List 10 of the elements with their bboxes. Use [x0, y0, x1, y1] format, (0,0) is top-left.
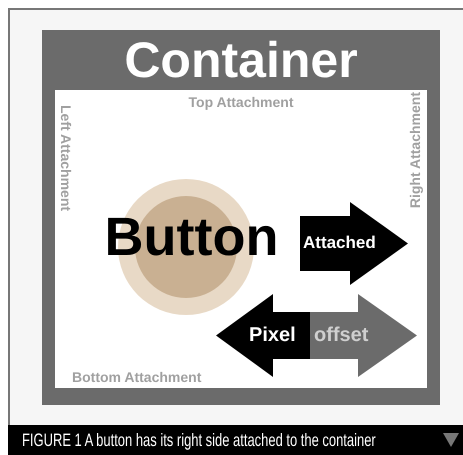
arrow-label: Pixel [249, 323, 296, 347]
arrow-label: offset [314, 323, 368, 347]
attachment-label: Bottom Attachment [72, 369, 202, 385]
attachment-label: Right Attachment [407, 92, 423, 208]
button-label: Button [104, 207, 280, 267]
container-title: Container [123, 32, 359, 88]
arrow-label: Attached [303, 233, 376, 253]
caption-text: FIGURE 1 A button has its right side attached to the container [22, 430, 376, 450]
container-box [42, 30, 440, 405]
attachment-label: Left Attachment [58, 105, 74, 212]
